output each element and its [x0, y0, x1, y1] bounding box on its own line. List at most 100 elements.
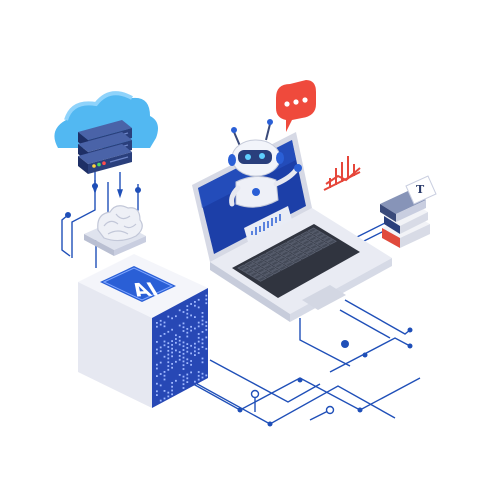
- cube-dot: [171, 347, 173, 350]
- cloud-connectors: [92, 172, 123, 199]
- laptop-keyboard: [237, 227, 337, 282]
- cube-dot: [186, 381, 189, 383]
- cube-dot: [163, 333, 166, 335]
- cube-dot: [197, 352, 200, 354]
- keyboard-key: [262, 255, 273, 262]
- cube-dot: [186, 316, 189, 319]
- keyboard-key: [293, 234, 304, 241]
- cube-dot: [205, 336, 208, 339]
- keyboard-key: [307, 227, 318, 234]
- cube-dot: [167, 361, 170, 364]
- cube-dot: [171, 351, 173, 354]
- keyboard-key: [319, 242, 330, 249]
- cube-dot: [186, 305, 189, 307]
- cube-dot: [190, 371, 192, 374]
- cube-dot: [178, 339, 181, 342]
- cube-dot: [186, 335, 189, 338]
- keyboard-key: [300, 231, 311, 237]
- cube-dot: [175, 315, 177, 318]
- keyboard-key: [301, 247, 313, 254]
- keyboard-key: [293, 243, 305, 249]
- cube-dot: [186, 328, 189, 330]
- cube-dot: [175, 338, 177, 340]
- cube-dot: [159, 335, 162, 337]
- cube-dot: [194, 304, 196, 307]
- cube-dot: [159, 361, 162, 364]
- keyboard-key: [286, 238, 297, 245]
- keyboard-key: [252, 273, 264, 280]
- cube-dot: [190, 325, 192, 328]
- cube-dot: [156, 352, 158, 355]
- cube-dot: [186, 312, 189, 315]
- keyboard-key: [279, 250, 291, 257]
- cube-dot: [186, 377, 189, 380]
- keyboard-key: [248, 271, 260, 278]
- keyboard-key: [266, 266, 278, 273]
- keyboard-key: [326, 239, 337, 245]
- keyboard-key: [251, 257, 262, 263]
- cube-dot: [167, 353, 170, 356]
- keyboard-key: [322, 236, 334, 243]
- cube-dot: [201, 315, 204, 318]
- cube-dot: [167, 330, 170, 333]
- cube-dot: [156, 341, 158, 343]
- cube-dot: [186, 309, 189, 311]
- keyboard-key: [304, 233, 315, 240]
- keyboard-key: [298, 253, 309, 260]
- cube-dot: [205, 328, 208, 331]
- cube-dot: [171, 363, 173, 365]
- cube-dot: [194, 350, 196, 353]
- cube-dot: [205, 321, 208, 324]
- keyboard-key: [269, 252, 280, 258]
- keyboard-key: [270, 268, 281, 275]
- cube-dot: [175, 379, 177, 382]
- keyboard-key: [279, 242, 290, 249]
- keyboard-key: [272, 254, 284, 261]
- cube-dot: [190, 360, 192, 362]
- cube-dot: [156, 367, 158, 370]
- cube-dot: [171, 328, 173, 331]
- cube-dot: [163, 390, 166, 392]
- keyboard-key: [251, 265, 263, 272]
- cube-dot: [178, 374, 181, 376]
- cube-dot: [182, 360, 185, 363]
- cube-dot: [156, 363, 158, 366]
- laptop-icon: [192, 132, 392, 322]
- keyboard-key: [258, 253, 269, 260]
- cube-dot: [201, 312, 204, 314]
- cube-dot: [190, 344, 192, 347]
- cube-dot: [182, 311, 185, 313]
- cube-dot: [186, 347, 189, 349]
- cube-dot: [178, 355, 181, 357]
- ai-cube-icon: AI: [78, 254, 208, 408]
- keyboard-key: [304, 241, 316, 248]
- cube-dot: [175, 360, 177, 363]
- keyboard-key: [300, 239, 312, 246]
- book-letter: T: [416, 183, 425, 196]
- cube-dot: [205, 294, 208, 297]
- cube-dot: [163, 340, 166, 343]
- cube-dot: [159, 399, 162, 402]
- keyboard-key: [262, 264, 274, 270]
- cube-dot: [171, 393, 173, 396]
- keyboard-key: [265, 249, 276, 256]
- cube-dot: [178, 309, 181, 312]
- cube-dot: [163, 371, 166, 373]
- cube-dot: [159, 346, 162, 349]
- keyboard-key: [276, 248, 287, 255]
- cube-dot: [178, 358, 181, 361]
- cube-dot: [171, 385, 173, 388]
- cube-dot: [182, 322, 185, 325]
- cube-dot: [205, 302, 208, 305]
- circuit-nodes: [65, 183, 413, 427]
- cube-dot: [171, 382, 173, 384]
- keyboard-key: [255, 267, 267, 274]
- keyboard-key: [259, 270, 271, 276]
- cube-dot: [197, 340, 200, 343]
- cube-dot: [182, 341, 185, 344]
- cube-dot: [197, 321, 200, 324]
- cube-dot: [163, 374, 166, 377]
- cube-dot: [190, 314, 192, 317]
- cube-dot: [201, 346, 204, 348]
